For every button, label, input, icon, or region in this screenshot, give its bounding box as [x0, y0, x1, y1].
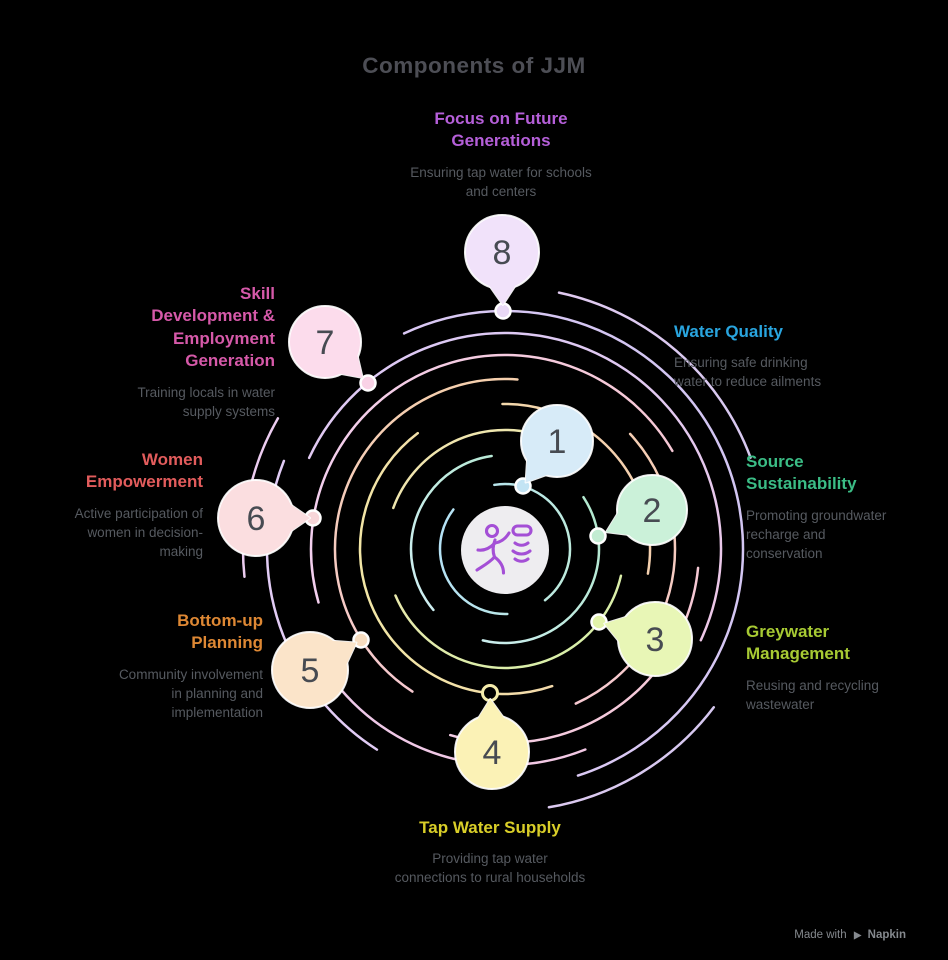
component-title: Source Sustainability: [746, 452, 857, 494]
watermark: Made with Napkin: [794, 929, 906, 941]
component-tap-water-supply: Tap Water Supply Providing tap water con…: [330, 817, 650, 888]
bubble-number: 4: [483, 734, 502, 772]
component-title: Greywater Management: [746, 622, 850, 664]
component-title: Water Quality: [674, 322, 783, 341]
component-title: Focus on Future Generations: [434, 109, 568, 151]
bubble-3: 3: [603, 601, 693, 677]
bubble-number: 7: [316, 324, 335, 362]
bubble-number: 3: [646, 621, 665, 659]
component-description: Training locals in water supply systems: [137, 384, 275, 419]
bubble-number: 2: [643, 492, 662, 530]
component-source-sustainability: Source Sustainability Promoting groundwa…: [746, 451, 936, 564]
spiral-ring: [438, 482, 572, 616]
connector-dot-5: [352, 631, 370, 649]
component-description: Reusing and recycling wastewater: [746, 677, 879, 712]
component-water-quality: Water Quality Ensuring safe drinking wat…: [674, 321, 874, 392]
component-description: Promoting groundwater recharge and conse…: [746, 507, 887, 561]
component-description: Ensuring tap water for schools and cente…: [410, 164, 592, 199]
watermark-brand: Napkin: [867, 929, 906, 941]
spiral-ring: [309, 353, 701, 745]
component-title: Women Empowerment: [85, 450, 203, 492]
component-skill-development: Skill Development & Employment Generatio…: [85, 283, 275, 422]
connector-dot-2: [589, 527, 607, 545]
bubble-2: 2: [605, 474, 688, 546]
center-hub: [461, 506, 549, 594]
bubble-7: 7: [288, 305, 364, 379]
component-future-generations: Focus on Future Generations Ensuring tap…: [341, 108, 661, 202]
bubble-number: 8: [493, 234, 512, 272]
component-description: Active participation of women in decisio…: [74, 505, 203, 559]
center-circle: [461, 506, 549, 594]
component-description: Providing tap water connections to rural…: [394, 851, 586, 886]
component-description: Ensuring safe drinking water to reduce a…: [674, 355, 822, 390]
connector-dot-7: [359, 374, 377, 392]
napkin-logo-icon: [853, 930, 862, 940]
component-title: Tap Water Supply: [419, 818, 561, 837]
bubble-number: 6: [247, 500, 266, 538]
component-bottom-up-planning: Bottom-up Planning Community involvement…: [73, 610, 263, 723]
watermark-prefix: Made with: [794, 929, 847, 941]
component-title: Skill Development & Employment Generatio…: [151, 284, 275, 371]
running-person-icon: [475, 523, 533, 575]
bubble-number: 1: [548, 423, 567, 461]
component-women-empowerment: Women Empowerment Active participation o…: [13, 449, 203, 562]
bubble-number: 5: [301, 652, 320, 690]
component-greywater-management: Greywater Management Reusing and recycli…: [746, 621, 936, 715]
bubble-6: 6: [217, 479, 311, 557]
component-title: Bottom-up Planning: [177, 611, 263, 653]
spiral-ring: [409, 453, 601, 645]
page-title: Components of JJM: [362, 53, 586, 78]
bubble-8: 8: [464, 214, 540, 306]
bubble-4: 4: [454, 698, 530, 790]
bubble-5: 5: [271, 631, 358, 709]
connector-dot-3: [590, 613, 608, 631]
bubble-1: 1: [520, 404, 594, 484]
component-description: Community involvement in planning and im…: [118, 666, 263, 720]
spiral-connector-dots: [304, 302, 608, 702]
spiral-ring: [287, 331, 723, 767]
